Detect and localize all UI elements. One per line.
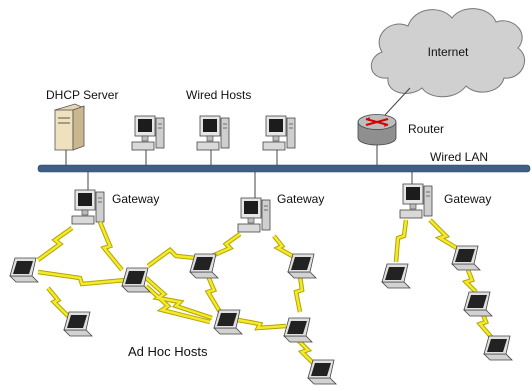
internet-cloud-icon [371, 8, 525, 98]
wired-hosts-label: Wired Hosts [186, 88, 251, 102]
dhcp-server-label: DHCP Server [46, 88, 118, 102]
wired-lan-label: Wired LAN [430, 150, 488, 164]
gateway-3-icon [399, 183, 433, 219]
gateway-2-label: Gateway [277, 192, 324, 206]
wireless-links [36, 218, 494, 370]
adhoc-laptop-1-icon [9, 257, 39, 283]
gateway-1-label: Gateway [112, 192, 159, 206]
internet-label: Internet [428, 45, 469, 59]
adhoc-laptop-9-icon [381, 263, 411, 289]
adhoc-laptop-8-icon [307, 359, 337, 385]
adhoc-laptop-12-icon [483, 335, 513, 361]
gateway-3-label: Gateway [444, 192, 491, 206]
ad-hoc-hosts-label: Ad Hoc Hosts [128, 344, 208, 359]
dhcp-server-icon [53, 103, 86, 151]
router-icon [357, 114, 397, 146]
adhoc-laptop-11-icon [463, 291, 493, 317]
wired-host-1-icon [131, 115, 165, 151]
adhoc-laptop-4-icon [189, 253, 219, 279]
gateway-1-icon [71, 189, 105, 225]
gateway-2-icon [237, 197, 271, 233]
router-label: Router [408, 122, 444, 136]
wired-host-2-icon [196, 115, 230, 151]
adhoc-laptop-10-icon [451, 245, 481, 271]
wired-host-3-icon [262, 115, 296, 151]
wired-lan-bus [37, 164, 531, 173]
adhoc-laptop-5-icon [287, 253, 317, 279]
adhoc-laptop-7-icon [283, 317, 313, 343]
adhoc-laptop-3-icon [63, 311, 93, 337]
